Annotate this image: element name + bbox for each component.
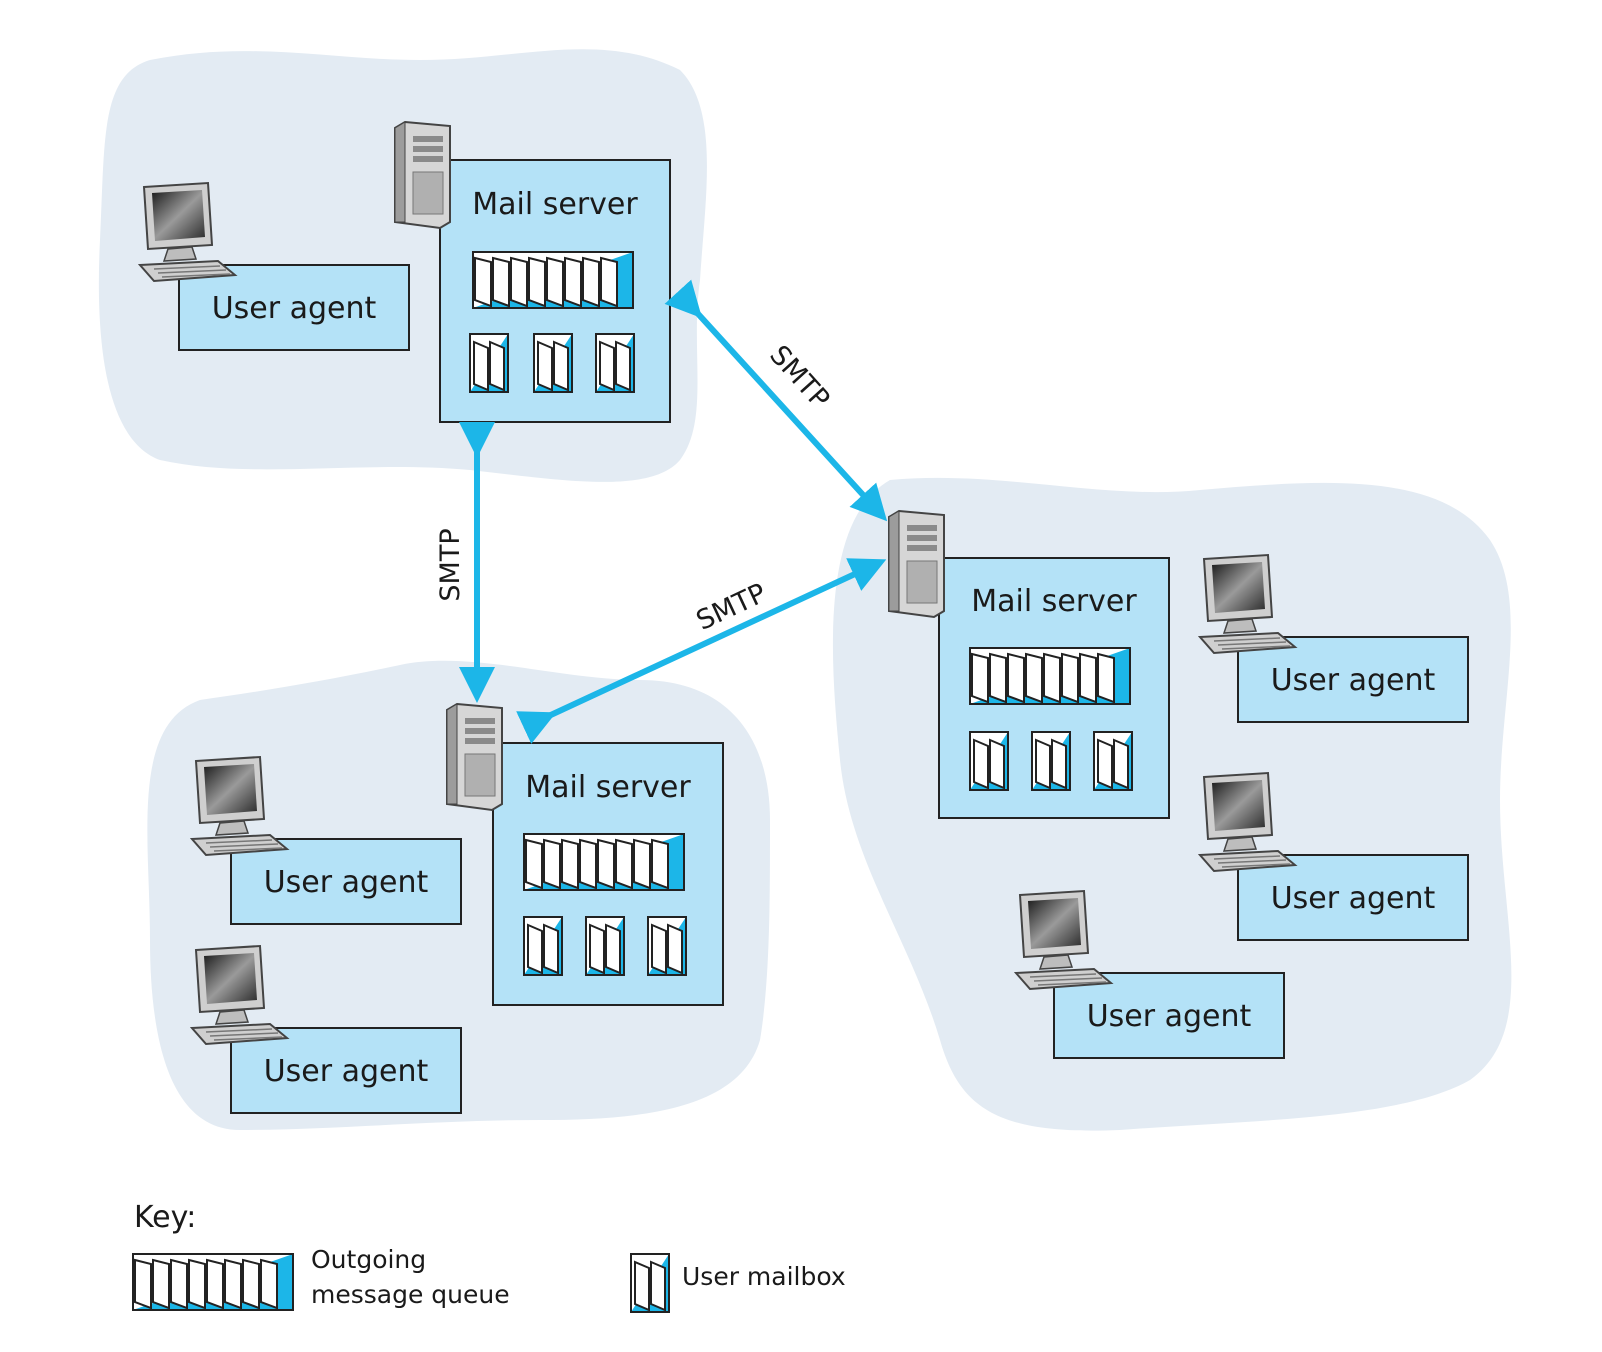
user-mailbox-icon — [523, 916, 563, 976]
user-mailbox-icon — [647, 916, 687, 976]
user-agent-label: User agent — [1271, 663, 1436, 698]
mail-server-3: Mail server — [938, 557, 1170, 819]
mail-server-1: Mail server — [439, 159, 671, 423]
user-mailbox-icon — [630, 1253, 670, 1313]
user-agent-label: User agent — [264, 865, 429, 900]
smtp-link-top-right — [664, 279, 888, 522]
outgoing-queue-icon — [523, 833, 685, 891]
outgoing-queue-icon — [969, 647, 1131, 705]
user-agent-3: User agent — [230, 1027, 462, 1114]
smtp-link-label: SMTP — [763, 340, 835, 415]
user-mailbox-icon — [1093, 731, 1133, 791]
smtp-link-label: SMTP — [435, 528, 466, 601]
user-agent-label: User agent — [212, 291, 377, 326]
user-agent-2: User agent — [230, 838, 462, 925]
user-agent-5: User agent — [1237, 854, 1469, 941]
server-tower-icon — [394, 121, 451, 229]
mail-server-label: Mail server — [971, 584, 1137, 619]
user-mailbox-icon — [969, 731, 1009, 791]
legend-queue-line2: message queue — [311, 1280, 510, 1309]
mail-server-label: Mail server — [525, 770, 691, 805]
user-agent-label: User agent — [1271, 881, 1436, 916]
outgoing-queue-icon — [132, 1253, 294, 1311]
user-mailbox-icon — [585, 916, 625, 976]
user-mailbox-icon — [533, 333, 573, 393]
user-agent-1: User agent — [178, 264, 410, 351]
user-agent-label: User agent — [264, 1054, 429, 1089]
mail-server-2: Mail server — [492, 742, 724, 1006]
server-tower-icon — [888, 510, 945, 618]
server-tower-icon — [446, 703, 503, 811]
outgoing-queue-icon — [472, 251, 634, 309]
smtp-link-left-right — [516, 558, 887, 744]
user-mailbox-icon — [469, 333, 509, 393]
mail-server-label: Mail server — [472, 187, 638, 222]
user-agent-label: User agent — [1087, 999, 1252, 1034]
legend-queue-line1: Outgoing — [311, 1245, 426, 1274]
user-agent-6: User agent — [1053, 972, 1285, 1059]
legend-mailbox-label: User mailbox — [682, 1262, 846, 1291]
user-mailbox-icon — [1031, 731, 1071, 791]
key-title: Key: — [134, 1200, 196, 1235]
user-mailbox-icon — [595, 333, 635, 393]
user-agent-4: User agent — [1237, 636, 1469, 723]
